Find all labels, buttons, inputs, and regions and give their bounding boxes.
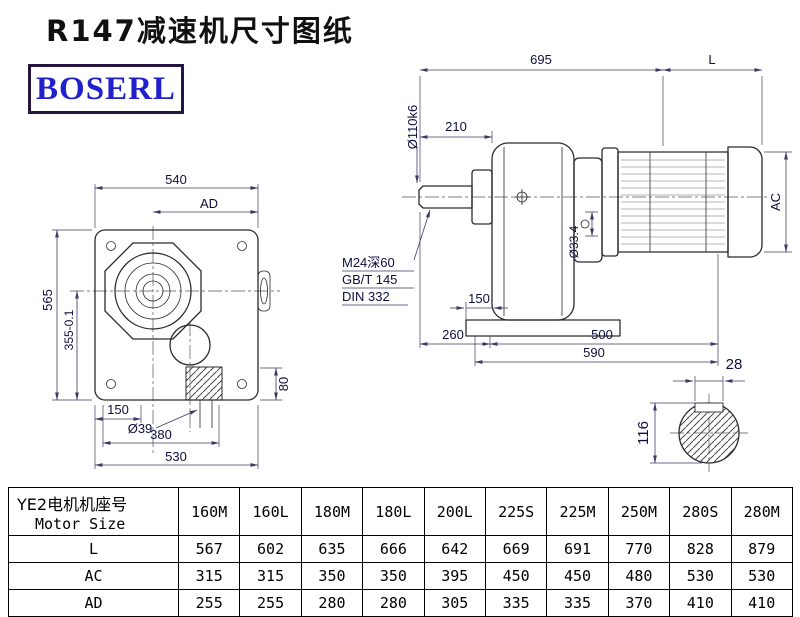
dim-ad-label: AD xyxy=(200,196,218,211)
table-cell: 450 xyxy=(484,562,548,590)
table-cell: 770 xyxy=(607,535,671,563)
table-header-en: Motor Size xyxy=(35,514,126,533)
note-gbt145-label: GB/T 145 xyxy=(342,272,397,287)
mounting-foot xyxy=(465,319,621,337)
table-row-ad: AD 255 255 280 280 305 335 335 370 410 4… xyxy=(8,589,793,617)
table-cell: 530 xyxy=(669,562,732,590)
table-cell: 395 xyxy=(423,562,486,590)
dim-380-label: 380 xyxy=(150,427,172,442)
table-cell: 280 xyxy=(362,589,425,617)
page-title: R147减速机尺寸图纸 xyxy=(46,14,354,48)
table-cell: 828 xyxy=(669,535,732,563)
dim-540-label: 540 xyxy=(165,172,187,187)
column-header: 225S xyxy=(484,487,548,536)
dim-150-side-label: 150 xyxy=(468,291,490,306)
table-cell: 335 xyxy=(484,589,548,617)
motor-flange xyxy=(601,147,619,257)
table-cell: 602 xyxy=(239,535,302,563)
dim-565-label: 565 xyxy=(40,289,55,311)
table-row-l: L 567 602 635 666 642 669 691 770 828 87… xyxy=(8,535,793,563)
dim-530-label: 530 xyxy=(165,449,187,464)
table-cell: 666 xyxy=(362,535,425,563)
table-cell: 315 xyxy=(239,562,302,590)
table-cell: 255 xyxy=(177,589,241,617)
foot-hatch xyxy=(185,366,223,401)
fan-cover xyxy=(727,146,763,258)
table-cell: 567 xyxy=(177,535,241,563)
dim-210-label: 210 xyxy=(445,119,467,134)
front-view: 540 AD 565 355-0.1 150 Ø39 380 530 80 xyxy=(40,172,291,469)
dim-355-label: 355-0.1 xyxy=(62,309,76,350)
table-cell: 370 xyxy=(607,589,671,617)
column-header: 250M xyxy=(607,487,671,536)
table-cell: 280 xyxy=(300,589,364,617)
column-header: 180L xyxy=(362,487,425,536)
technical-drawing: 540 AD 565 355-0.1 150 Ø39 380 530 80 xyxy=(40,52,792,472)
table-cell: 350 xyxy=(300,562,364,590)
dim-150-front-label: 150 xyxy=(107,402,129,417)
table-cell: 879 xyxy=(730,535,793,563)
dim-28-label: 28 xyxy=(726,356,743,373)
column-header: 180M xyxy=(300,487,364,536)
dim-l-label: L xyxy=(708,52,715,67)
dim-110k6-label: Ø110k6 xyxy=(405,105,420,150)
column-header: 200L xyxy=(423,487,486,536)
dim-590-label: 590 xyxy=(583,345,605,360)
table-cell: 305 xyxy=(423,589,486,617)
table-cell: 315 xyxy=(177,562,241,590)
shaft-section-view: 28 116 xyxy=(635,356,748,472)
dim-500-label: 500 xyxy=(591,327,613,342)
table-cell: 530 xyxy=(730,562,793,590)
table-header-cn: YE2电机机座号 xyxy=(17,494,128,514)
table-cell: 410 xyxy=(730,589,793,617)
table-cell: 255 xyxy=(239,589,302,617)
dimension-table: YE2电机机座号 Motor Size 160M 160L 180M 180L … xyxy=(8,487,793,617)
table-cell: 642 xyxy=(423,535,486,563)
column-header: 160L xyxy=(239,487,302,536)
table-cell: 635 xyxy=(300,535,364,563)
table-cell: 450 xyxy=(546,562,609,590)
row-label: AC xyxy=(8,562,179,590)
dim-80-label: 80 xyxy=(276,377,291,391)
dim-260-label: 260 xyxy=(442,327,464,342)
column-header: 280M xyxy=(730,487,793,536)
table-cell: 335 xyxy=(546,589,609,617)
table-cell: 691 xyxy=(546,535,609,563)
note-din332-label: DIN 332 xyxy=(342,289,390,304)
dim-116-label: 116 xyxy=(635,421,652,445)
dim-695-label: 695 xyxy=(530,52,552,67)
table-cell: 350 xyxy=(362,562,425,590)
table-cell: 410 xyxy=(669,589,732,617)
table-row-ac: AC 315 315 350 350 395 450 450 480 530 5… xyxy=(8,562,793,590)
brand-logo: BOSERL xyxy=(28,64,184,114)
column-header: 225M xyxy=(546,487,609,536)
motor-size-header-cell: YE2电机机座号 Motor Size xyxy=(8,487,179,536)
side-view: 695 L 210 Ø110k6 M24深60 GB/T 145 DIN 332… xyxy=(342,52,792,366)
column-header: 160M xyxy=(177,487,241,536)
dim-ac-label: AC xyxy=(768,193,783,211)
column-header: 280S xyxy=(669,487,732,536)
keyway-slot xyxy=(694,402,724,413)
note-m24-label: M24深60 xyxy=(342,255,395,270)
brand-logo-text: BOSERL xyxy=(36,70,176,107)
table-header-row: YE2电机机座号 Motor Size 160M 160L 180M 180L … xyxy=(8,487,793,536)
dim-334-label: Ø33.4 xyxy=(567,225,581,258)
row-label: AD xyxy=(8,589,179,617)
table-cell: 669 xyxy=(484,535,548,563)
row-label: L xyxy=(8,535,179,563)
table-cell: 480 xyxy=(607,562,671,590)
dim-39-label: Ø39 xyxy=(128,421,153,436)
